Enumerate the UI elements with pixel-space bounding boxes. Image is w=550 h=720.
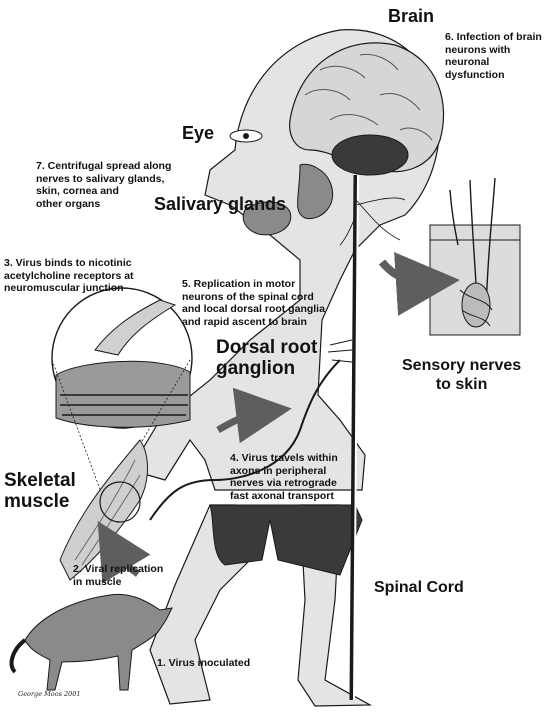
step-4: 4. Virus travels within axons in periphe… <box>230 452 338 502</box>
arrow-viral-replication <box>97 520 151 584</box>
step-1: 1. Virus inoculated <box>157 657 251 669</box>
skin-inset <box>429 177 521 336</box>
submandibular-gland <box>242 201 292 236</box>
hair-follicle <box>461 282 491 328</box>
ganglion-roots <box>327 339 353 363</box>
arrow-retrograde <box>216 387 292 444</box>
myofibrils <box>60 394 188 416</box>
step-2: 2. Viral replication in muscle <box>73 563 164 588</box>
label-skeletal-muscle: Skeletal muscle <box>4 470 76 512</box>
label-eye: Eye <box>182 123 215 143</box>
nmj-inset <box>51 287 193 501</box>
pupil <box>243 133 249 139</box>
cerebellum <box>331 134 409 176</box>
shorts <box>209 504 363 576</box>
zoom-lines <box>51 359 191 501</box>
wolf-body <box>24 593 173 691</box>
brain-gyri <box>304 53 433 141</box>
step-5: 5. Replication in motor neurons of the s… <box>182 278 325 328</box>
label-brain: Brain <box>388 6 435 26</box>
peripheral-nerve <box>149 359 341 521</box>
wolf <box>9 593 173 691</box>
artist-signature: George Moos 2001 <box>18 690 81 698</box>
axon-terminal <box>94 299 177 356</box>
arrow-to-skin <box>378 252 460 316</box>
nervous-pathway <box>149 174 406 701</box>
parotid-gland <box>297 163 334 220</box>
sensory-endings <box>459 289 493 327</box>
label-sensory-nerves: Sensory nerves to skin <box>402 357 522 393</box>
human-body <box>129 29 445 707</box>
nerve-branches <box>339 197 406 246</box>
wolf-tail <box>9 638 27 674</box>
flow-arrows <box>97 252 460 584</box>
label-salivary-glands: Salivary glands <box>154 194 287 214</box>
spinal-cord-line <box>349 174 359 701</box>
step-6: 6. Infection of brain neurons with neuro… <box>445 31 542 81</box>
label-spinal-cord: Spinal Cord <box>374 579 464 596</box>
step-3: 3. Virus binds to nicotinic acetylcholin… <box>4 257 134 294</box>
label-dorsal-root-ganglion: Dorsal root ganglion <box>216 337 318 379</box>
brain-shape <box>289 42 445 173</box>
step-7: 7. Centrifugal spread along nerves to sa… <box>36 160 172 210</box>
spinal-cord-core <box>353 174 359 701</box>
